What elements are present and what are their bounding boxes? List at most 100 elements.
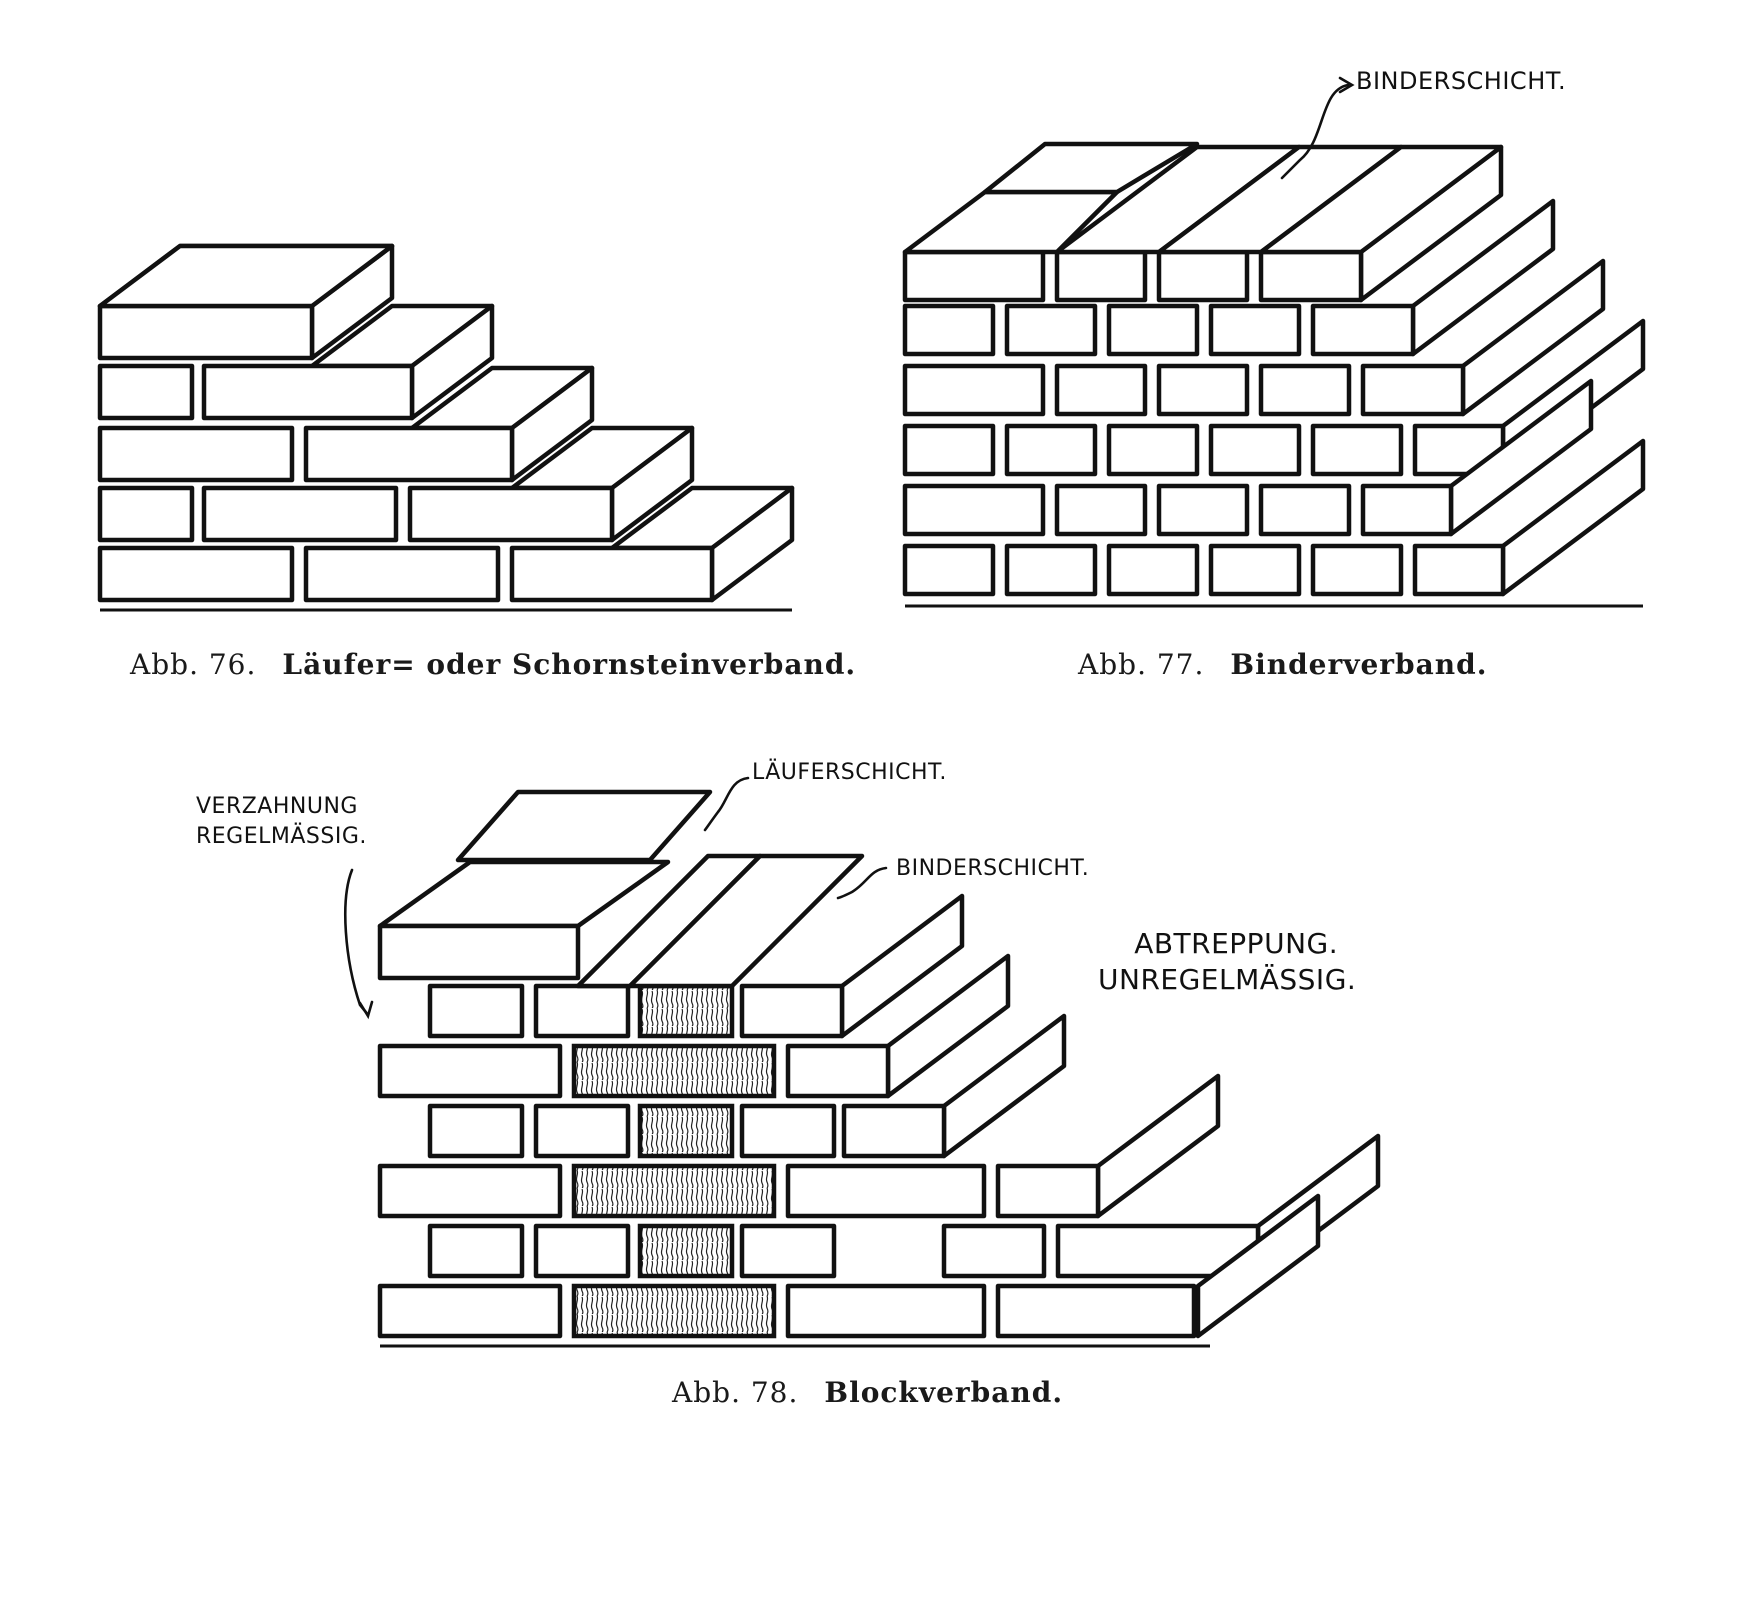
- fig78-course-brick: [637, 983, 735, 1039]
- annotation-arrows: [344, 76, 1355, 1020]
- fig77-course-brick: [1156, 249, 1250, 303]
- fig78-course-brick: [637, 1103, 735, 1159]
- fig77-course-brick: [1106, 423, 1200, 477]
- fig78-course-brick: [739, 1103, 837, 1159]
- fig78-course-brick: [571, 1283, 777, 1339]
- fig78-caption: Abb. 78. Blockverband.: [672, 1376, 1063, 1409]
- fig78-course-brick: [533, 983, 631, 1039]
- fig77-course-brick: [1310, 543, 1404, 597]
- fig78-verzahnung-line2: REGELMÄSSIG.: [196, 824, 367, 849]
- fig77-course-brick: [1360, 483, 1454, 537]
- fig76-course-brick: [97, 363, 195, 421]
- fig78-course-brick: [427, 983, 525, 1039]
- fig77-course-brick: [902, 543, 996, 597]
- fig78-verzahnung-label: VERZAHNUNG REGELMÄSSIG.: [196, 792, 367, 852]
- fig77-arrowhead: [1338, 76, 1355, 94]
- fig78-verzahnung-arrowhead: [358, 1000, 374, 1020]
- fig76-course-brick: [303, 425, 515, 483]
- fig78-course-brick: [739, 1223, 837, 1279]
- fig77-course-brick: [1310, 303, 1416, 357]
- fig77-course-brick: [1258, 249, 1364, 303]
- fig78-course-brick: [941, 1223, 1047, 1279]
- fig76-caption-title: Läufer= oder Schornsteinverband.: [282, 648, 857, 681]
- fig76-course-brick: [201, 363, 415, 421]
- fig78-verzahnung-line1: VERZAHNUNG: [196, 794, 358, 819]
- fig76-course-brick: [303, 545, 501, 603]
- fig76-course-brick: [97, 545, 295, 603]
- fig76-caption-number: Abb. 76.: [130, 648, 257, 681]
- fig76-caption: Abb. 76. Läufer= oder Schornsteinverband.: [130, 648, 856, 681]
- fig76-drawing: [97, 243, 795, 612]
- fig78-course-brick: [427, 1103, 525, 1159]
- fig77-course-brick: [902, 423, 996, 477]
- fig78-course-brick: [571, 1043, 777, 1099]
- fig77-course-brick: [1054, 483, 1148, 537]
- fig78-course-side: [1095, 1073, 1221, 1219]
- fig78-laeufer-arrow: [703, 776, 750, 832]
- fig77-drawing: [902, 141, 1646, 608]
- fig76-course-brick: [509, 545, 715, 603]
- fig77-course-brick: [902, 483, 1046, 537]
- fig77-course-brick: [1208, 543, 1302, 597]
- fig77-course-brick: [1106, 543, 1200, 597]
- fig78-caption-number: Abb. 78.: [672, 1376, 799, 1409]
- fig77-label-arrow: [1280, 83, 1350, 180]
- fig78-course-brick: [785, 1283, 987, 1339]
- fig77-course-brick: [902, 249, 1046, 303]
- fig78-drawing: [377, 789, 1381, 1348]
- fig78-laeufer-front-1: [377, 923, 581, 981]
- fig78-course-brick: [995, 1283, 1197, 1339]
- fig78-binderschicht-label: BINDERSCHICHT.: [896, 856, 1090, 881]
- fig77-course-brick: [1004, 303, 1098, 357]
- fig78-course-brick: [377, 1163, 563, 1219]
- fig78-course-brick: [571, 1163, 777, 1219]
- fig77-course-brick: [1360, 363, 1466, 417]
- fig77-course-brick: [1208, 303, 1302, 357]
- fig77-course-brick: [1004, 423, 1098, 477]
- fig77-course-brick: [1258, 363, 1352, 417]
- fig77-caption: Abb. 77. Binderverband.: [1078, 648, 1487, 681]
- fig78-laeuferschicht-label: LÄUFERSCHICHT.: [752, 760, 947, 785]
- fig76-course-brick: [97, 303, 315, 361]
- fig77-course-brick: [1412, 543, 1506, 597]
- fig78-laeufer-top-1: [377, 859, 671, 929]
- fig78-course-brick: [533, 1223, 631, 1279]
- fig77-course-brick: [902, 363, 1046, 417]
- fig77-course-brick: [1106, 303, 1200, 357]
- fig78-abtreppung-line2: UNREGELMÄSSIG.: [1098, 963, 1357, 996]
- fig77-binderschicht-label: BINDERSCHICHT.: [1356, 67, 1567, 95]
- fig78-course-brick: [995, 1163, 1101, 1219]
- fig78-course-side: [1195, 1193, 1321, 1339]
- fig77-course-brick: [1054, 249, 1148, 303]
- fig78-verzahnung-arrow: [344, 868, 370, 1017]
- fig78-course-brick: [785, 1043, 891, 1099]
- fig78-binder-arrow: [836, 866, 888, 900]
- fig77-course-brick: [1156, 483, 1250, 537]
- fig77-course-brick: [902, 303, 996, 357]
- fig77-back-top: [982, 141, 1200, 195]
- fig77-course-brick: [1156, 363, 1250, 417]
- fig76-top-brick-face: [97, 243, 395, 309]
- fig78-course-brick: [785, 1163, 987, 1219]
- fig78-course-brick: [739, 983, 845, 1039]
- fig78-abtreppung-line1: ABTREPPUNG.: [1134, 927, 1339, 960]
- fig77-course-brick: [1310, 423, 1404, 477]
- fig77-course-brick: [1208, 423, 1302, 477]
- fig78-laeufer-top-2: [455, 789, 713, 863]
- fig78-course-brick: [841, 1103, 947, 1159]
- fig78-course-brick: [377, 1043, 563, 1099]
- fig77-caption-number: Abb. 77.: [1078, 648, 1205, 681]
- fig76-course-brick: [97, 485, 195, 543]
- fig77-caption-title: Binderverband.: [1230, 648, 1488, 681]
- fig78-course-brick: [377, 1283, 563, 1339]
- fig78-course-brick: [637, 1223, 735, 1279]
- fig77-course-brick: [1054, 363, 1148, 417]
- fig78-abtreppung-label: ABTREPPUNG. UNREGELMÄSSIG.: [1098, 926, 1356, 998]
- fig76-course-brick: [97, 425, 295, 483]
- fig77-course-brick: [1258, 483, 1352, 537]
- fig77-binder-top: [1258, 144, 1504, 255]
- fig77-course-brick: [1004, 543, 1098, 597]
- fig78-caption-title: Blockverband.: [824, 1376, 1064, 1409]
